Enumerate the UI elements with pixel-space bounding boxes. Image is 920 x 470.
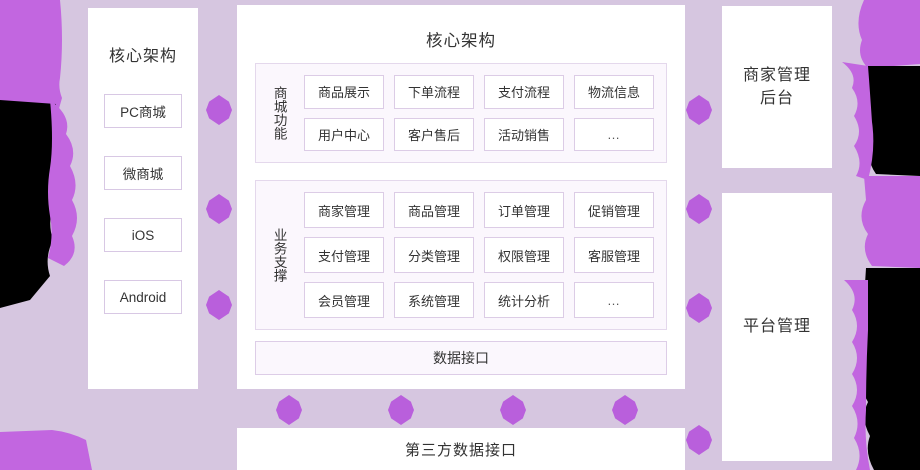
connector-center-to-bottom-diamond-icon — [388, 395, 414, 425]
feature-cell[interactable]: 客户售后 — [394, 117, 474, 151]
feature-cell[interactable]: 商家管理 — [304, 192, 384, 228]
connector-center-to-bottom-diamond-icon — [276, 395, 302, 425]
right-panel-platform-admin-label: 平台管理 — [742, 318, 811, 336]
feature-cell[interactable]: 会员管理 — [304, 282, 384, 318]
group-business-support: 业务支撑 商家管理 商品管理 订单管理 促销管理 支付管理 分类管理 权限管理 … — [255, 180, 667, 330]
connector-left-to-center-diamond-icon — [206, 194, 232, 224]
group-label-mall-functions: 商城功能 — [271, 86, 287, 140]
decorative-blob-right — [842, 0, 920, 470]
feature-cell[interactable]: 物流信息 — [574, 75, 654, 109]
feature-cell[interactable]: 支付流程 — [484, 75, 564, 109]
center-architecture-panel: 核心架构 商城功能 商品展示 下单流程 支付流程 物流信息 用户中心 客户售后 … — [237, 5, 685, 389]
feature-cell[interactable]: 分类管理 — [394, 237, 474, 273]
platform-item-android[interactable]: Android — [104, 280, 182, 314]
left-column-title: 核心架构 — [108, 48, 177, 65]
feature-cell[interactable]: 客服管理 — [574, 237, 654, 273]
right-panel-merchant-admin-label: 商家管理 后台 — [743, 64, 811, 110]
feature-cell[interactable]: 支付管理 — [304, 237, 384, 273]
connector-left-to-center-diamond-icon — [206, 290, 232, 320]
feature-cell[interactable]: 下单流程 — [394, 75, 474, 109]
merchant-admin-line2: 后台 — [759, 90, 794, 107]
group-mall-functions: 商城功能 商品展示 下单流程 支付流程 物流信息 用户中心 客户售后 活动销售 … — [255, 63, 667, 163]
right-panel-platform-admin[interactable]: 平台管理 — [722, 193, 832, 461]
connector-center-to-right-diamond-icon — [686, 194, 712, 224]
group-grid-business-support: 商家管理 商品管理 订单管理 促销管理 支付管理 分类管理 权限管理 客服管理 … — [302, 181, 666, 329]
connector-left-to-center-diamond-icon — [206, 95, 232, 125]
group-grid-mall-functions: 商品展示 下单流程 支付流程 物流信息 用户中心 客户售后 活动销售 … — [302, 64, 666, 162]
left-column-panel: 核心架构 PC商城 微商城 iOS Android — [88, 8, 198, 389]
right-panel-merchant-admin[interactable]: 商家管理 后台 — [722, 6, 832, 168]
connector-center-to-bottom-diamond-icon — [500, 395, 526, 425]
connector-center-to-right-diamond-icon — [686, 293, 712, 323]
platform-item-ios[interactable]: iOS — [104, 218, 182, 252]
feature-cell[interactable]: 商品展示 — [304, 75, 384, 109]
feature-cell[interactable]: 商品管理 — [394, 192, 474, 228]
feature-cell-more[interactable]: … — [574, 282, 654, 318]
data-interface-bar[interactable]: 数据接口 — [255, 341, 667, 375]
platform-item-pc[interactable]: PC商城 — [104, 94, 182, 128]
connector-center-to-bottom-diamond-icon — [612, 395, 638, 425]
center-panel-title: 核心架构 — [426, 32, 496, 50]
feature-cell-more[interactable]: … — [574, 117, 654, 151]
group-label-business-support: 业务支撑 — [271, 228, 287, 282]
third-party-data-interface-bar[interactable]: 第三方数据接口 — [237, 428, 685, 470]
merchant-admin-line1: 商家管理 — [742, 66, 811, 84]
connector-center-to-right-diamond-icon — [686, 425, 712, 455]
feature-cell[interactable]: 系统管理 — [394, 282, 474, 318]
feature-cell[interactable]: 统计分析 — [484, 282, 564, 318]
feature-cell[interactable]: 订单管理 — [484, 192, 564, 228]
connector-center-to-right-diamond-icon — [686, 95, 712, 125]
feature-cell[interactable]: 促销管理 — [574, 192, 654, 228]
feature-cell[interactable]: 活动销售 — [484, 117, 564, 151]
feature-cell[interactable]: 用户中心 — [304, 117, 384, 151]
feature-cell[interactable]: 权限管理 — [484, 237, 564, 273]
platform-item-wechat[interactable]: 微商城 — [104, 156, 182, 190]
